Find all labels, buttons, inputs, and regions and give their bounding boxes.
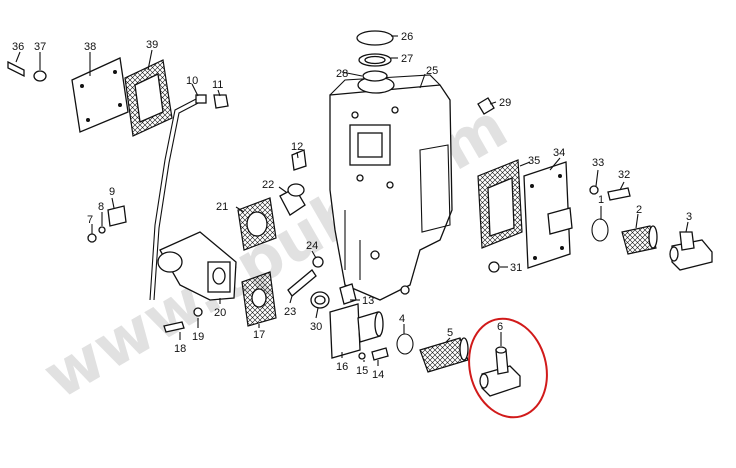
label-18: 18 — [174, 343, 186, 355]
label-7: 7 — [87, 214, 93, 226]
label-39: 39 — [146, 39, 158, 51]
label-19: 19 — [192, 331, 204, 343]
label-26: 26 — [401, 31, 413, 43]
label-34: 34 — [553, 147, 565, 159]
label-13: 13 — [362, 295, 374, 307]
bolt-18 — [163, 321, 185, 333]
label-25: 25 — [426, 65, 438, 77]
tube-10 — [149, 97, 199, 301]
clip-9 — [107, 205, 127, 227]
label-9: 9 — [109, 186, 115, 198]
label-33: 33 — [592, 157, 604, 169]
label-29: 29 — [499, 97, 511, 109]
washer-24 — [312, 256, 324, 268]
clamp-4 — [396, 333, 414, 355]
gasket-39 — [124, 59, 173, 137]
gasket-28 — [362, 70, 388, 82]
bolt-14 — [371, 347, 389, 361]
elbow-20 — [157, 231, 237, 301]
clamp-1 — [591, 218, 609, 242]
nut-31 — [488, 261, 500, 273]
cap-26 — [356, 30, 394, 46]
cover-34 — [523, 161, 573, 269]
bolt-32 — [607, 187, 631, 201]
label-11: 11 — [212, 79, 223, 91]
label-36: 36 — [12, 41, 24, 53]
label-32: 32 — [618, 169, 630, 181]
label-31: 31 — [510, 262, 522, 274]
label-1: 1 — [598, 194, 604, 206]
nut-37 — [33, 70, 47, 82]
label-8: 8 — [98, 201, 104, 213]
leader-lines — [15, 35, 689, 366]
label-10: 10 — [186, 75, 198, 87]
highlight-circle — [468, 317, 548, 419]
label-14: 14 — [372, 369, 384, 381]
label-38: 38 — [84, 41, 96, 53]
label-30: 30 — [310, 321, 322, 333]
bolt-7 — [87, 233, 97, 243]
tee-6 — [479, 346, 521, 397]
label-28: 28 — [336, 68, 348, 80]
label-35: 35 — [528, 155, 540, 167]
label-20: 20 — [214, 307, 226, 319]
label-2: 2 — [636, 204, 642, 216]
fitting-10 — [195, 94, 207, 104]
label-12: 12 — [291, 141, 303, 153]
hose-2 — [621, 225, 658, 255]
label-17: 17 — [253, 329, 265, 341]
label-24: 24 — [306, 240, 318, 252]
outlet-16 — [329, 303, 384, 359]
label-3: 3 — [686, 211, 692, 223]
washer-15 — [358, 352, 366, 360]
bolt-23 — [287, 269, 317, 297]
fitting-11 — [213, 94, 229, 109]
tee-3 — [669, 231, 713, 271]
fitting-29 — [477, 97, 495, 115]
part-labels: 26 27 28 25 29 36 37 38 39 10 11 12 22 2… — [12, 31, 692, 381]
washer-33 — [589, 185, 599, 195]
label-15: 15 — [356, 365, 368, 377]
washer-8 — [98, 226, 106, 234]
label-22: 22 — [262, 179, 274, 191]
bolt-36 — [7, 60, 25, 78]
label-37: 37 — [34, 41, 46, 53]
label-27: 27 — [401, 53, 413, 65]
label-5: 5 — [447, 327, 453, 339]
label-4: 4 — [399, 313, 405, 325]
label-21: 21 — [216, 201, 228, 213]
hose-5 — [419, 337, 469, 373]
label-6: 6 — [497, 321, 503, 333]
clamp-12 — [291, 149, 307, 171]
housing-25 — [329, 74, 453, 301]
label-23: 23 — [284, 306, 296, 318]
cover-38 — [71, 57, 129, 133]
label-16: 16 — [336, 361, 348, 373]
washer-19 — [193, 307, 203, 317]
